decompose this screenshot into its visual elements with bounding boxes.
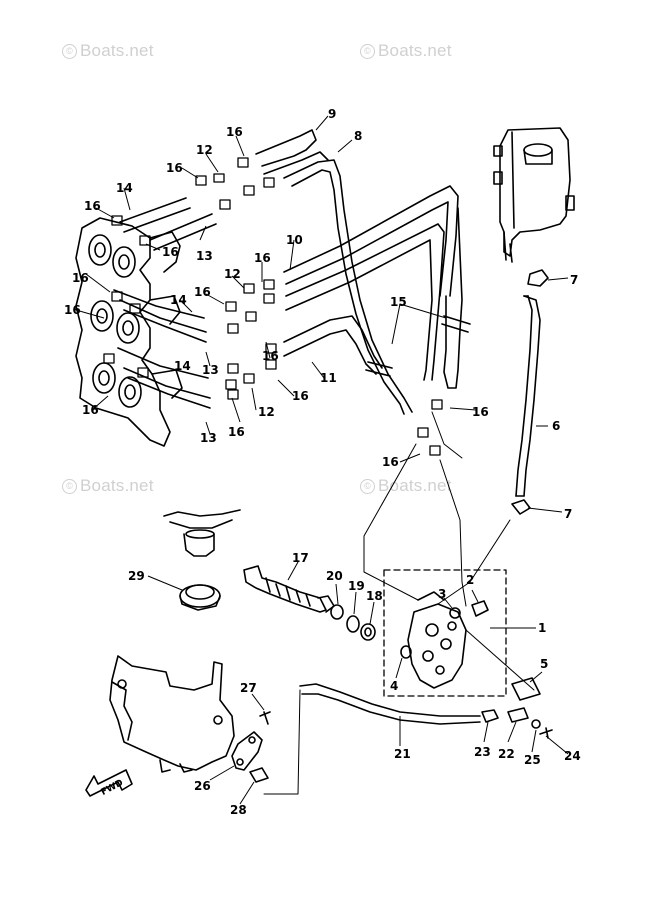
callout-14: 14	[174, 359, 191, 373]
callout-7: 7	[564, 507, 572, 521]
callout-24: 24	[564, 749, 581, 763]
callout-16: 16	[82, 403, 99, 417]
copyright-icon: ©	[62, 44, 77, 59]
callout-16: 16	[262, 349, 279, 363]
watermark: ©Boats.net	[62, 41, 154, 61]
callout-16: 16	[162, 245, 179, 259]
copyright-icon: ©	[360, 44, 375, 59]
watermark-text: Boats.net	[80, 41, 154, 60]
callout-16: 16	[64, 303, 81, 317]
callout-29: 29	[128, 569, 145, 583]
engine-lower	[109, 655, 235, 773]
drive-gear-17	[243, 565, 335, 613]
watermark: ©Boats.net	[62, 476, 154, 496]
fittings-22-25	[481, 707, 553, 739]
callout-1: 1	[538, 621, 546, 635]
seals	[330, 604, 376, 641]
callout-16: 16	[292, 389, 309, 403]
hose-8	[283, 159, 413, 415]
oil-pump-box	[383, 569, 507, 697]
callout-16: 16	[382, 455, 399, 469]
callout-14: 14	[170, 293, 187, 307]
pump-fittings	[400, 600, 541, 701]
callout-19: 19	[348, 579, 365, 593]
clamp-15	[365, 315, 471, 377]
callout-2: 2	[466, 573, 474, 587]
bolt-27	[259, 711, 271, 725]
callout-27: 27	[240, 681, 257, 695]
joint-28	[249, 767, 269, 783]
callout-4: 4	[390, 679, 398, 693]
oil-pump	[407, 591, 467, 689]
routing-lines	[263, 411, 535, 795]
manifold-block	[75, 217, 183, 447]
lever-26	[231, 731, 263, 771]
hose-6	[515, 295, 541, 497]
callout-16: 16	[254, 251, 271, 265]
fitting-clips	[103, 157, 443, 456]
callout-7: 7	[570, 273, 578, 287]
bushing-29	[163, 509, 241, 611]
callout-6: 6	[552, 419, 560, 433]
callout-9: 9	[328, 107, 336, 121]
watermark-text: Boats.net	[80, 476, 154, 495]
hose-14	[113, 197, 217, 409]
watermark: ©Boats.net	[360, 41, 452, 61]
callout-17: 17	[292, 551, 309, 565]
callout-13: 13	[202, 363, 219, 377]
hose-10	[283, 185, 463, 389]
callout-16: 16	[72, 271, 89, 285]
callout-23: 23	[474, 745, 491, 759]
callout-13: 13	[200, 431, 217, 445]
callout-8: 8	[354, 129, 362, 143]
hose-9	[255, 129, 329, 175]
callout-18: 18	[366, 589, 383, 603]
fwd-arrow	[85, 769, 133, 797]
callout-26: 26	[194, 779, 211, 793]
callout-15: 15	[390, 295, 407, 309]
hose-11	[283, 315, 383, 375]
callout-16: 16	[194, 285, 211, 299]
callout-28: 28	[230, 803, 247, 817]
callouts: 9 8 16 12 16 14 16 16 13 10 16 12 16 16 …	[64, 107, 581, 817]
hose-21	[299, 683, 481, 725]
copyright-icon: ©	[62, 479, 77, 494]
callout-12: 12	[196, 143, 213, 157]
watermark: ©Boats.net	[360, 476, 452, 496]
callout-11: 11	[320, 371, 337, 385]
callout-16: 16	[84, 199, 101, 213]
callout-12: 12	[258, 405, 275, 419]
callout-22: 22	[498, 747, 515, 761]
oil-tank	[493, 127, 575, 263]
watermark-text: Boats.net	[378, 41, 452, 60]
callout-16: 16	[226, 125, 243, 139]
callout-14: 14	[116, 181, 133, 195]
copyright-icon: ©	[360, 479, 375, 494]
callout-5: 5	[540, 657, 548, 671]
callout-10: 10	[286, 233, 303, 247]
callout-13: 13	[196, 249, 213, 263]
callout-16: 16	[228, 425, 245, 439]
callout-21: 21	[394, 747, 411, 761]
callout-25: 25	[524, 753, 541, 767]
callout-16: 16	[166, 161, 183, 175]
watermark-text: Boats.net	[378, 476, 452, 495]
callout-12: 12	[224, 267, 241, 281]
callout-16: 16	[472, 405, 489, 419]
callout-3: 3	[438, 587, 446, 601]
leader-lines	[75, 115, 569, 805]
callout-20: 20	[326, 569, 343, 583]
